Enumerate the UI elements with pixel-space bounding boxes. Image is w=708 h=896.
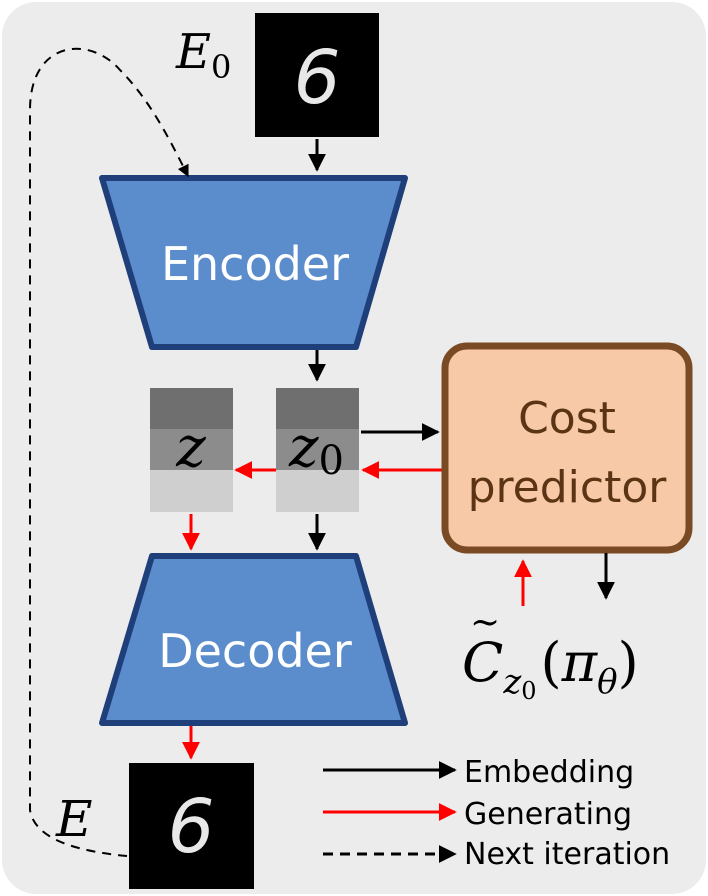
output-label: E: [55, 790, 93, 848]
output-digit-image: [129, 763, 254, 889]
cost-predictor-line2: predictor: [468, 462, 668, 513]
decoder-label: Decoder: [158, 624, 352, 678]
latent-z0-block: z0: [276, 388, 359, 512]
next-iteration-loop: [29, 47, 189, 857]
latent-z-label: z: [175, 415, 206, 480]
input-image-group: E0 6: [175, 13, 379, 137]
cost-formula: Cz0(πθ): [462, 631, 639, 705]
input-digit: 6: [293, 35, 340, 121]
legend: Embedding Generating Next iteration: [323, 755, 670, 872]
input-digit-image: [255, 13, 379, 137]
input-label: E0: [175, 24, 231, 86]
output-image-group: E 6: [55, 763, 254, 889]
cost-predictor-line1: Cost: [518, 393, 616, 444]
latent-z0-label: z0: [288, 415, 344, 484]
output-digit: 6: [167, 784, 214, 870]
legend-next-iteration-label: Next iteration: [464, 837, 670, 872]
latent-z-block: z: [150, 388, 233, 512]
cost-tilde: ~: [470, 602, 500, 643]
decoder-block: Decoder: [99, 553, 408, 726]
cost-output-formula: ~ Cz0(πθ): [462, 602, 639, 705]
cost-predictor-block: Cost predictor: [441, 342, 693, 554]
encoder-label: Encoder: [161, 237, 349, 291]
encoder-block: Encoder: [99, 175, 408, 350]
legend-embedding-label: Embedding: [464, 755, 634, 790]
legend-generating-label: Generating: [464, 797, 632, 832]
